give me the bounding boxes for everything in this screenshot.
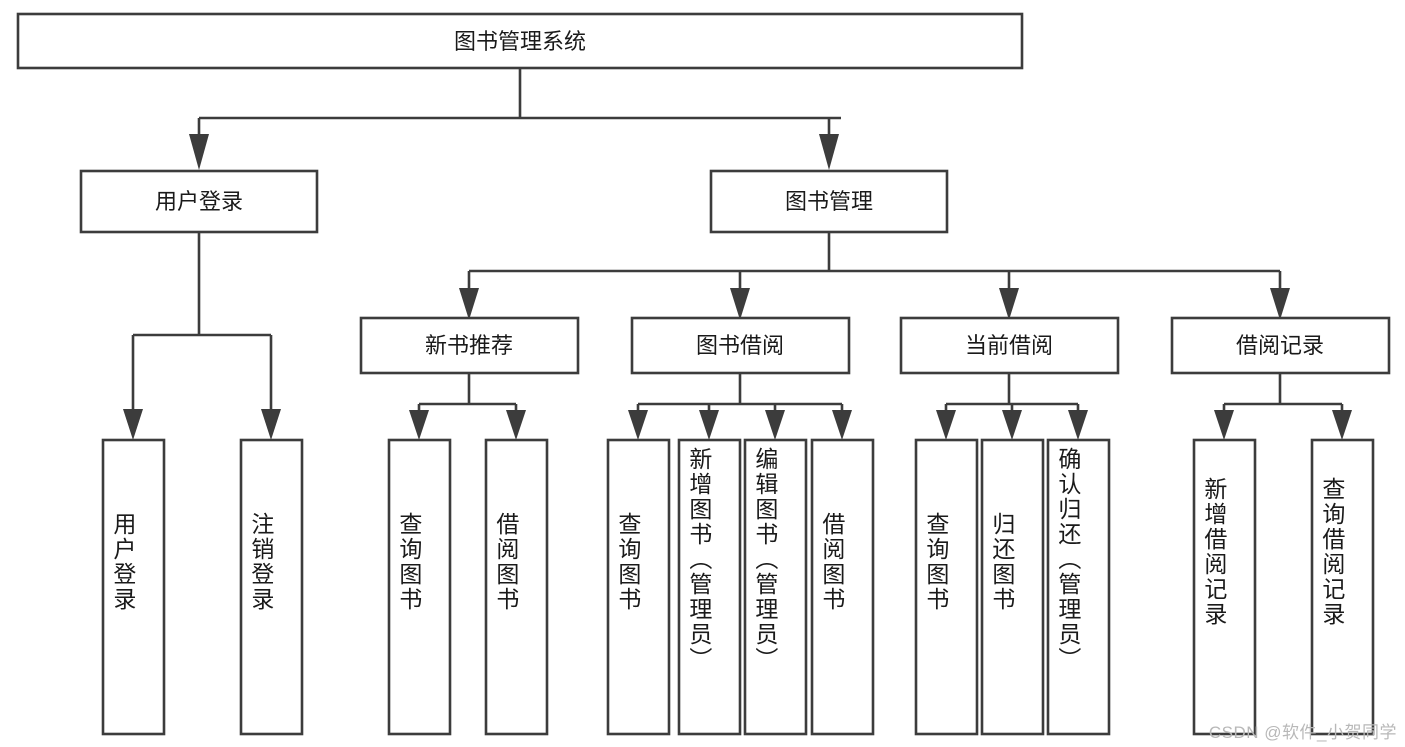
leaf-box-add-book-admin[interactable]: [677, 438, 742, 736]
connector-group-newbook: [409, 373, 526, 440]
connector-group-login: [123, 232, 281, 440]
node-borrow-record-label: 借阅记录: [1236, 333, 1324, 358]
arrow-head-icon: [409, 410, 429, 440]
leaf-box-query-borrow-record[interactable]: [1310, 438, 1375, 736]
arrow-head-icon: [189, 134, 209, 170]
node-book-management-box[interactable]: [709, 169, 949, 234]
node-book-borrow-box[interactable]: [630, 316, 851, 375]
arrow-head-icon: [261, 409, 281, 440]
node-book-borrow-label: 图书借阅: [696, 333, 784, 358]
leaf-box-borrow-book[interactable]: [810, 438, 875, 736]
arrow-head-icon: [765, 410, 785, 440]
node-borrow-record-box[interactable]: [1170, 316, 1391, 375]
node-root[interactable]: 图书管理系统: [16, 12, 1024, 70]
arrow-head-icon: [832, 410, 852, 440]
arrow-head-icon: [1270, 288, 1290, 320]
arrow-head-icon: [628, 410, 648, 440]
arrow-head-icon: [1002, 410, 1022, 440]
leaf-box-logout[interactable]: [239, 438, 304, 736]
node-book-management[interactable]: 图书管理: [709, 169, 949, 234]
arrow-head-icon: [1068, 410, 1088, 440]
leaf-box-borrow-book-recommend[interactable]: [484, 438, 549, 736]
node-new-book-recommend-label: 新书推荐: [425, 333, 513, 358]
node-user-login[interactable]: 用户登录: [79, 169, 319, 234]
arrow-head-icon: [999, 288, 1019, 320]
node-current-borrow-box[interactable]: [899, 316, 1120, 375]
arrow-head-icon: [506, 410, 526, 440]
csdn-watermark: CSDN @软件_小贺同学: [1208, 723, 1397, 742]
node-new-book-recommend-box[interactable]: [359, 316, 580, 375]
arrow-head-icon: [819, 134, 839, 170]
node-user-login-label: 用户登录: [155, 189, 243, 214]
leaf-box-edit-book-admin[interactable]: [743, 438, 808, 736]
node-book-borrow[interactable]: 图书借阅: [630, 316, 851, 375]
connector-group-record: [1214, 373, 1352, 440]
connector-group-current: [936, 373, 1088, 440]
leaf-box-confirm-return-admin[interactable]: [1046, 438, 1111, 736]
node-user-login-box[interactable]: [79, 169, 319, 234]
leaf-box-query-book-borrow[interactable]: [606, 438, 671, 736]
arrow-head-icon: [1332, 410, 1352, 440]
connector-group-bookmgmt: [459, 232, 1290, 320]
arrow-head-icon: [730, 288, 750, 320]
leaf-box-query-book-current[interactable]: [914, 438, 979, 736]
connector-group-root: [189, 68, 841, 170]
arrow-head-icon: [699, 410, 719, 440]
leaf-box-user-login[interactable]: [101, 438, 166, 736]
arrow-head-icon: [936, 410, 956, 440]
node-root-box[interactable]: [16, 12, 1024, 70]
node-root-label: 图书管理系统: [454, 29, 586, 54]
node-new-book-recommend[interactable]: 新书推荐: [359, 316, 580, 375]
node-current-borrow[interactable]: 当前借阅: [899, 316, 1120, 375]
arrow-head-icon: [1214, 410, 1234, 440]
node-current-borrow-label: 当前借阅: [965, 333, 1053, 358]
node-borrow-record[interactable]: 借阅记录: [1170, 316, 1391, 375]
arrow-head-icon: [459, 288, 479, 320]
node-book-management-label: 图书管理: [785, 189, 873, 214]
connector-group-borrow: [628, 373, 852, 440]
leaf-box-return-book[interactable]: [980, 438, 1045, 736]
leaf-box-add-borrow-record[interactable]: [1192, 438, 1257, 736]
arrow-head-icon: [123, 409, 143, 440]
leaf-box-query-book-recommend[interactable]: [387, 438, 452, 736]
